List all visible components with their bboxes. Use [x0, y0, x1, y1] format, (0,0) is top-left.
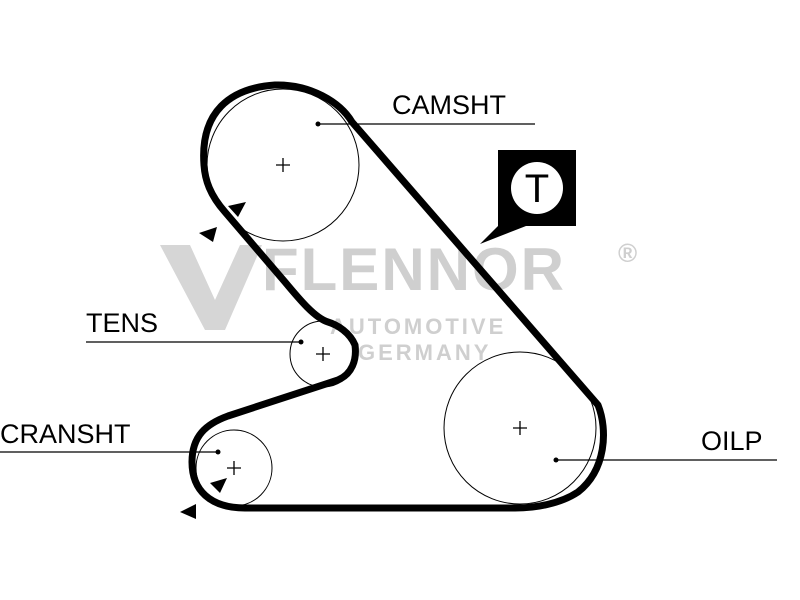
tensioner-label: TENS: [86, 308, 158, 338]
brand-watermark: FLENNOR ® AUTOMOTIVE GERMANY: [160, 236, 637, 365]
tensioner-center-mark: [316, 347, 330, 361]
oil-pump-pulley: [443, 351, 597, 505]
crankshaft-pulley: [195, 429, 273, 507]
watermark-logo-mark: [160, 245, 262, 330]
watermark-line1: AUTOMOTIVE: [330, 314, 506, 339]
camshaft-label: CAMSHT: [392, 90, 506, 120]
oil-pump-label: OILP: [701, 426, 763, 456]
camshaft-arrow-inner-icon: [228, 202, 246, 217]
badge-circle: [511, 162, 563, 214]
crankshaft-center-mark: [227, 461, 241, 475]
watermark-line2: GERMANY: [358, 340, 491, 365]
crankshaft-label: CRANSHT: [0, 419, 131, 449]
camshaft-arrow-outer-icon: [199, 227, 217, 242]
tensioner-badge: T: [480, 150, 576, 244]
watermark-brand: FLENNOR: [262, 236, 566, 303]
camshaft-center-mark: [276, 158, 290, 172]
camshaft-timing-arrows: [199, 202, 246, 242]
oil-pump-center-mark: [513, 421, 527, 435]
badge-pointer: [480, 218, 526, 244]
tensioner-pulley: [289, 320, 357, 388]
watermark-registered: ®: [618, 238, 637, 268]
badge-letter: T: [525, 167, 549, 211]
crankshaft-timing-arrows: [180, 478, 227, 519]
crankshaft-arrow-inner-icon: [210, 478, 227, 493]
crankshaft-arrow-outer-icon: [180, 504, 196, 519]
